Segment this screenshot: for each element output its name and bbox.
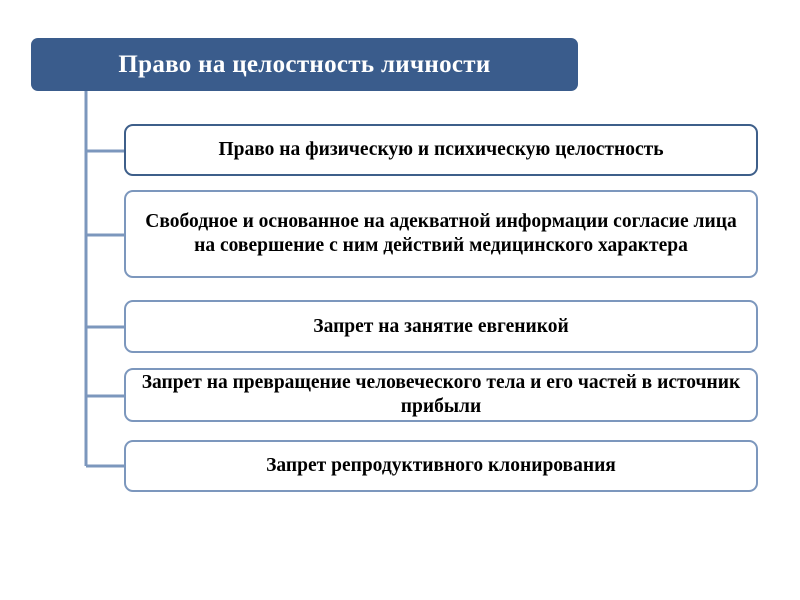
tree-node-physical-mental-integrity[interactable]: Право на физическую и психическую целост… (124, 124, 758, 176)
tree-node-label: Запрет на занятие евгеникой (313, 315, 569, 337)
tree-node-label: Запрет репродуктивного клонирования (266, 455, 616, 477)
tree-node-eugenics-ban[interactable]: Запрет на занятие евгеникой (124, 300, 758, 353)
tree-node-body-commercialization-ban[interactable]: Запрет на превращение человеческого тела… (124, 368, 758, 422)
tree-node-reproductive-cloning-ban[interactable]: Запрет репродуктивного клонирования (124, 440, 758, 492)
tree-node-informed-consent[interactable]: Свободное и основанное на адекватной инф… (124, 190, 758, 278)
tree-node-label: Свободное и основанное на адекватной инф… (145, 211, 737, 256)
root-node[interactable]: Право на целостность личности (31, 38, 578, 91)
tree-node-label: Право на физическую и психическую целост… (218, 139, 664, 161)
root-node-label: Право на целостность личности (118, 50, 491, 78)
tree-node-label: Запрет на превращение человеческого тела… (141, 372, 741, 417)
